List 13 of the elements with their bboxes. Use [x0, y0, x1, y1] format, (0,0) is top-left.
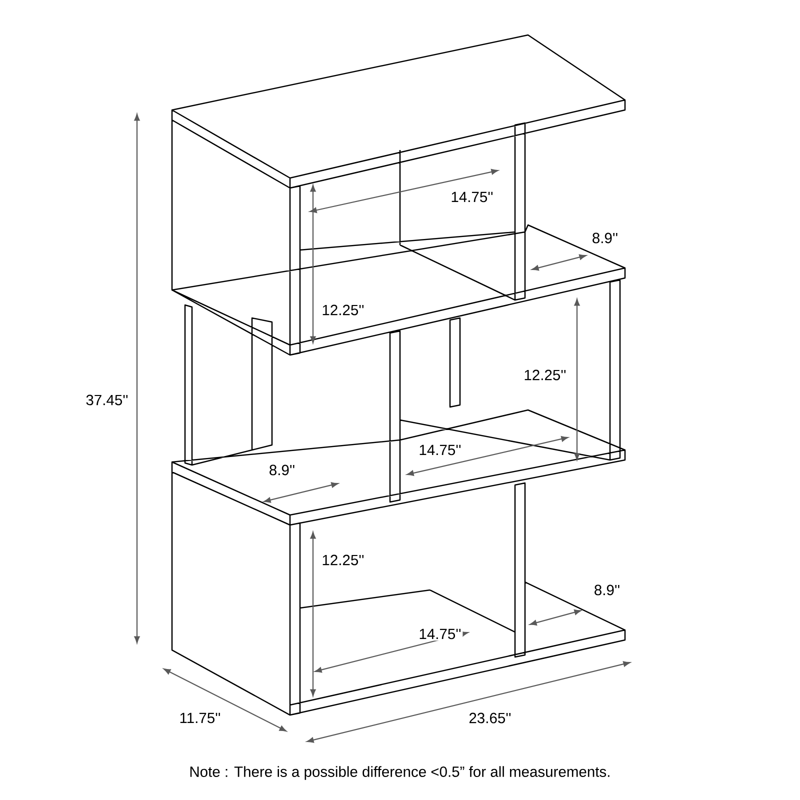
dimension-label: 23.65'': [467, 711, 513, 725]
dimension-label: 14.75'': [417, 627, 463, 641]
dimension-label: 12.25'': [522, 368, 568, 382]
dimension-label: 8.9'': [590, 231, 620, 245]
dimension-label: 37.45'': [84, 393, 130, 407]
dimension-label: 14.75'': [417, 443, 463, 457]
dimension-label: 11.75'': [178, 711, 222, 725]
dimension-label: 8.9'': [268, 463, 296, 477]
dimension-label: 8.9'': [592, 583, 622, 597]
note-text: Note : There is a possible difference <0.5” for all measurements.: [188, 764, 612, 782]
dimension-label: 14.75'': [449, 190, 495, 204]
dimension-label: 12.25'': [320, 303, 366, 317]
dimension-label: 12.25'': [320, 553, 366, 567]
